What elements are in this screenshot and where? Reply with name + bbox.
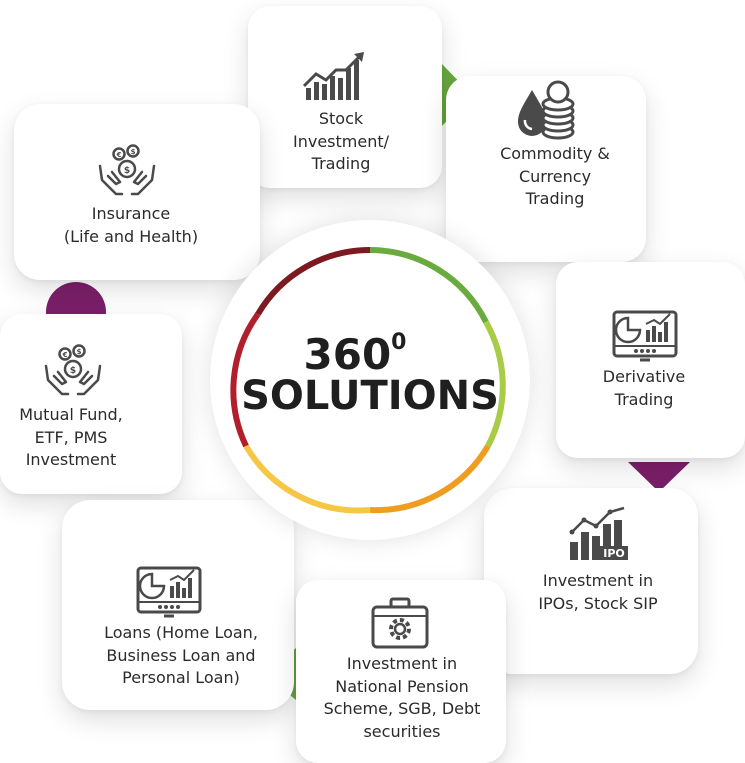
center-word: SOLUTIONS [241, 373, 499, 419]
label-line: Scheme, SGB, Debt [323, 699, 481, 718]
svg-text:€: € [62, 351, 68, 359]
label-line: securities [363, 721, 441, 741]
card-ipo [484, 488, 698, 674]
ring-maroon [255, 247, 371, 316]
center-number-text: 360 [303, 330, 392, 379]
chart-growth-icon [302, 52, 364, 100]
label-line: Business Loan and [106, 645, 256, 665]
ring-yellow [243, 444, 371, 514]
svg-text:$: $ [77, 348, 82, 356]
hands-coins-icon: $€$ [98, 144, 156, 196]
card-insurance [14, 104, 260, 280]
hands-coins-icon: $€$ [44, 344, 102, 396]
label-line: Derivative [602, 367, 686, 386]
coins-drop-icon [518, 80, 575, 140]
svg-text:€: € [116, 151, 122, 159]
ipo-chart-icon: IPO [569, 506, 628, 560]
ring-orange [369, 444, 491, 514]
center-superscript: 0 [391, 330, 407, 355]
ring-green [369, 247, 489, 324]
label-line: IPOs, Stock SIP [538, 593, 658, 613]
svg-text:$: $ [70, 366, 76, 376]
briefcase-gear-icon [371, 597, 429, 649]
label-stock: Stock Investment/ Trading [250, 108, 432, 176]
monitor-chart-icon [136, 566, 202, 618]
label-loans: Loans (Home Loan, Business Loan and Pers… [80, 622, 282, 690]
card-stock [248, 6, 442, 188]
accent-purple-right [628, 462, 690, 492]
label-line: Commodity & [500, 144, 610, 163]
label-line: Personal Loan) [122, 668, 240, 687]
center-number: 3600 [300, 318, 410, 380]
label-commodity: Commodity & Currency Trading [462, 143, 648, 211]
label-nps: Investment in National Pension Scheme, S… [306, 653, 498, 743]
label-line: Trading [525, 189, 585, 208]
label-insurance: Insurance (Life and Health) [44, 203, 218, 248]
monitor-chart-icon [612, 310, 678, 362]
label-line: Insurance [91, 204, 171, 223]
label-line: Investment [25, 450, 117, 469]
label-line: Investment/ [292, 131, 389, 151]
ring-segments [230, 247, 506, 514]
card-mutual [0, 314, 182, 494]
svg-text:$: $ [131, 148, 136, 156]
label-line: Loans (Home Loan, [104, 623, 258, 642]
label-line: Currency [518, 166, 592, 186]
label-mutual: Mutual Fund, ETF, PMS Investment [6, 404, 136, 472]
svg-text:IPO: IPO [603, 547, 625, 560]
label-line: Trading [311, 154, 371, 173]
svg-text:$: $ [124, 166, 130, 176]
ring-red [230, 312, 261, 448]
label-ipo: Investment in IPOs, Stock SIP [504, 570, 692, 615]
label-line: (Life and Health) [63, 226, 199, 246]
label-line: Investment in [346, 654, 458, 673]
ring-backdrop [210, 220, 530, 540]
label-line: ETF, PMS [34, 427, 108, 447]
label-derivative: Derivative Trading [564, 366, 724, 411]
ring-lime [483, 320, 506, 448]
label-line: Stock [318, 109, 364, 128]
card-derivative [556, 262, 745, 458]
label-line: Investment in [542, 571, 654, 590]
label-line: National Pension [335, 676, 469, 696]
label-line: Trading [614, 389, 674, 409]
card-nps [296, 580, 506, 763]
label-line: Mutual Fund, [19, 405, 123, 424]
